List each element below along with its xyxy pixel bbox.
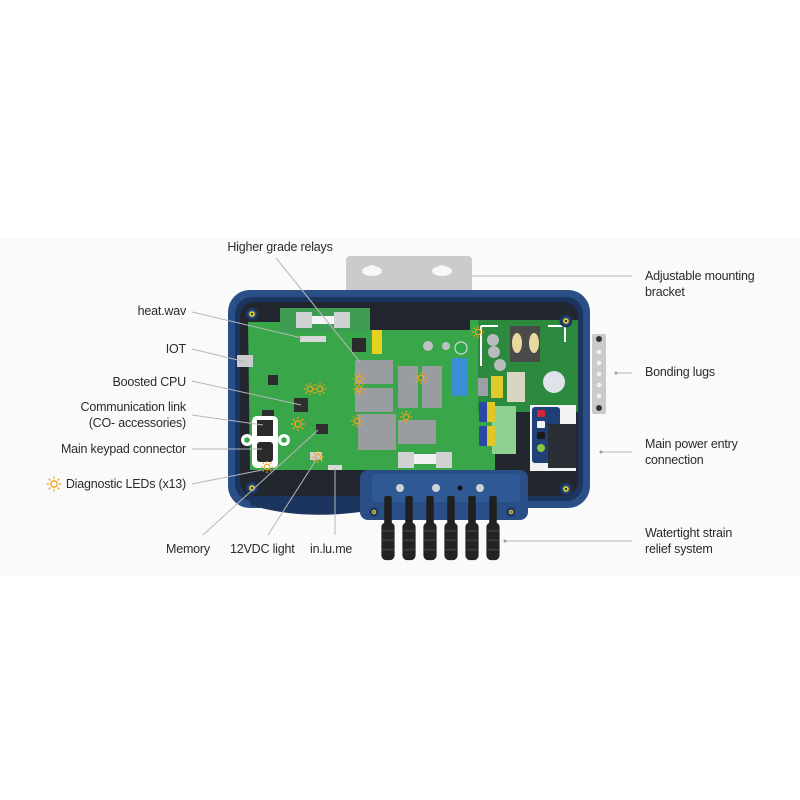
keypad-connector-housing <box>241 416 290 468</box>
callout-watertight-strain-relief-line1: Watertight strain <box>645 526 733 540</box>
callout-adjustable-mounting-bracket: Adjustable mounting bracket <box>645 268 755 300</box>
callout-main-power-entry-line1: Main power entry <box>645 437 738 451</box>
callout-12vdc-light: 12VDC light <box>230 542 295 556</box>
callout-main-keypad-connector: Main keypad connector <box>60 442 186 456</box>
callout-iot: IOT <box>165 342 186 356</box>
callout-diagnostic-leds-text: Diagnostic LEDs (x13) <box>65 477 186 491</box>
callout-watertight-strain-relief: Watertight strain relief system <box>645 525 732 557</box>
callout-communication-link-line2: (CO- accessories) <box>88 416 187 430</box>
callout-main-power-entry: Main power entry connection <box>645 436 738 468</box>
callout-main-power-entry-line2: connection <box>645 453 704 467</box>
callout-memory: Memory <box>166 542 210 556</box>
callout-higher-grade-relays: Higher grade relays <box>227 240 333 254</box>
strain-relief-glands <box>381 484 500 561</box>
callout-adjustable-mounting-bracket-line1: Adjustable mounting <box>645 269 755 283</box>
mounting-bracket <box>346 256 472 300</box>
callout-boosted-cpu: Boosted CPU <box>112 375 186 389</box>
callout-communication-link-line1: Communication link <box>80 400 187 414</box>
bonding-lugs-strip <box>592 334 606 414</box>
callout-diagnostic-leds: Diagnostic LEDs (x13) <box>20 476 186 492</box>
callout-heat-wav: heat.wav <box>137 304 187 318</box>
callout-adjustable-mounting-bracket-line2: bracket <box>645 285 685 299</box>
callout-watertight-strain-relief-line2: relief system <box>645 542 713 556</box>
callout-communication-link: Communication link (CO- accessories) <box>20 399 187 431</box>
callout-bonding-lugs: Bonding lugs <box>645 365 715 379</box>
callout-in-lu-me: in.lu.me <box>310 542 353 556</box>
sun-led-icon <box>46 476 62 492</box>
pcb <box>237 308 578 471</box>
